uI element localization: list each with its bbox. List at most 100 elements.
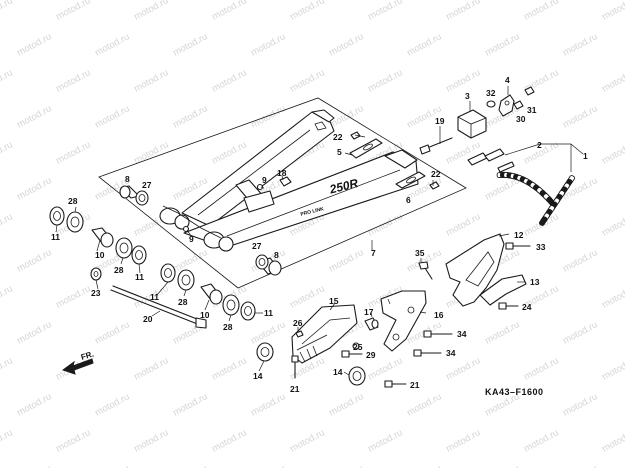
- callout-label: 27: [142, 180, 152, 190]
- bolt-21-left: [291, 355, 299, 379]
- watermark-text: motod.ru: [15, 175, 53, 202]
- callout-label: 9: [189, 234, 194, 244]
- bearing-28-right-b: [222, 294, 240, 316]
- watermark-text: motod.ru: [249, 319, 287, 346]
- watermark-text: motod.ru: [249, 463, 287, 468]
- watermark-text: motod.ru: [600, 427, 625, 454]
- watermark-text: motod.ru: [444, 211, 482, 238]
- watermark-text: motod.ru: [15, 319, 53, 346]
- watermark-text: motod.ru: [600, 139, 625, 166]
- watermark-text: motod.ru: [0, 283, 15, 310]
- callout-label: 30: [516, 114, 526, 124]
- watermark-text: motod.ru: [0, 211, 15, 238]
- callout-label: 13: [530, 277, 540, 287]
- watermark-text: motod.ru: [132, 67, 170, 94]
- callout-label: 12: [514, 230, 524, 240]
- drive-chain: [496, 171, 576, 226]
- callout-label: 26: [293, 318, 303, 328]
- callout-label: 14: [333, 367, 343, 377]
- callout-label: 11: [150, 292, 159, 302]
- callout-label: 9: [262, 175, 267, 185]
- watermark-text: motod.ru: [288, 67, 326, 94]
- seal-27-upper: [135, 190, 149, 206]
- callout-label: 25: [353, 342, 363, 352]
- callout-label: 15: [329, 296, 339, 306]
- bolt-19: [419, 137, 453, 155]
- callout-label: 4: [505, 75, 510, 85]
- watermark-text: motod.ru: [93, 463, 131, 468]
- callout-label: 10: [95, 250, 105, 260]
- callout-label: 34: [446, 348, 456, 358]
- callout-label: 34: [457, 329, 467, 339]
- watermark-text: motod.ru: [327, 247, 365, 274]
- watermark-text: motod.ru: [54, 139, 92, 166]
- callout-label: 21: [410, 380, 420, 390]
- chain-adjuster-plate-5: [349, 138, 383, 159]
- watermark-text: motod.ru: [561, 247, 599, 274]
- bolt-35: [418, 261, 433, 280]
- watermark-text: motod.ru: [210, 0, 248, 23]
- watermark-text: motod.ru: [15, 31, 53, 58]
- callout-label: 22: [431, 169, 441, 179]
- bolt-26: [295, 330, 304, 338]
- callout-label: 28: [223, 322, 233, 332]
- watermark-text: motod.ru: [0, 139, 15, 166]
- bolt-21-right: [384, 380, 407, 388]
- watermark-text: motod.ru: [561, 463, 599, 468]
- watermark-text: motod.ru: [561, 103, 599, 130]
- chain-guide-13: [479, 274, 527, 306]
- watermark-text: motod.ru: [366, 211, 404, 238]
- callout-label: 27: [252, 241, 262, 251]
- bearing-28-left-a: [66, 211, 84, 233]
- collar-10-right: [200, 283, 223, 305]
- watermark-text: motod.ru: [249, 31, 287, 58]
- watermark-text: motod.ru: [444, 427, 482, 454]
- watermark-text: motod.ru: [15, 103, 53, 130]
- bearing-28-left-b: [115, 237, 133, 259]
- watermark-text: motod.ru: [405, 31, 443, 58]
- adjuster-block-3: [457, 109, 487, 139]
- chain-roller-14-left: [256, 342, 274, 362]
- watermark-text: motod.ru: [54, 67, 92, 94]
- callout-label: 17: [364, 307, 374, 317]
- watermark-text: motod.ru: [600, 0, 625, 23]
- watermark-text: motod.ru: [0, 67, 15, 94]
- callout-label: 11: [51, 232, 60, 242]
- collar-8-upper: [119, 185, 140, 199]
- leader-lines: [55, 86, 584, 376]
- watermark-text: motod.ru: [132, 427, 170, 454]
- watermark-text: motod.ru: [600, 355, 625, 382]
- callout-label: 7: [371, 248, 376, 258]
- watermark-text: motod.ru: [327, 31, 365, 58]
- callout-label: 5: [337, 147, 342, 157]
- watermark-text: motod.ru: [249, 103, 287, 130]
- callout-label: 29: [366, 350, 376, 360]
- watermark-text: motod.ru: [483, 319, 521, 346]
- watermark-text: motod.ru: [15, 391, 53, 418]
- watermark-text: motod.ru: [561, 319, 599, 346]
- watermark-text: motod.ru: [327, 391, 365, 418]
- dust-seal-11-right-a: [160, 263, 176, 283]
- bolt-32: [486, 100, 496, 108]
- watermark-text: motod.ru: [93, 103, 131, 130]
- callout-label: 28: [178, 297, 188, 307]
- watermark-text: motod.ru: [600, 211, 625, 238]
- watermark-text: motod.ru: [444, 0, 482, 23]
- watermark-text: motod.ru: [171, 391, 209, 418]
- watermark-text: motod.ru: [0, 427, 15, 454]
- seal-27-lower: [255, 254, 269, 270]
- master-link-2: [467, 148, 515, 173]
- dust-seal-11-left-b: [131, 245, 147, 265]
- callout-label: 31: [527, 105, 537, 115]
- front-direction-label: FR.: [80, 349, 95, 361]
- dust-seal-11-right-b: [240, 301, 256, 321]
- callout-label: 2: [537, 140, 542, 150]
- watermark-text: motod.ru: [171, 103, 209, 130]
- callout-label: 1: [583, 151, 588, 161]
- callout-label: 19: [435, 116, 445, 126]
- watermark-text: motod.ru: [210, 355, 248, 382]
- watermark-text: motod.ru: [93, 31, 131, 58]
- watermark-text: motod.ru: [93, 319, 131, 346]
